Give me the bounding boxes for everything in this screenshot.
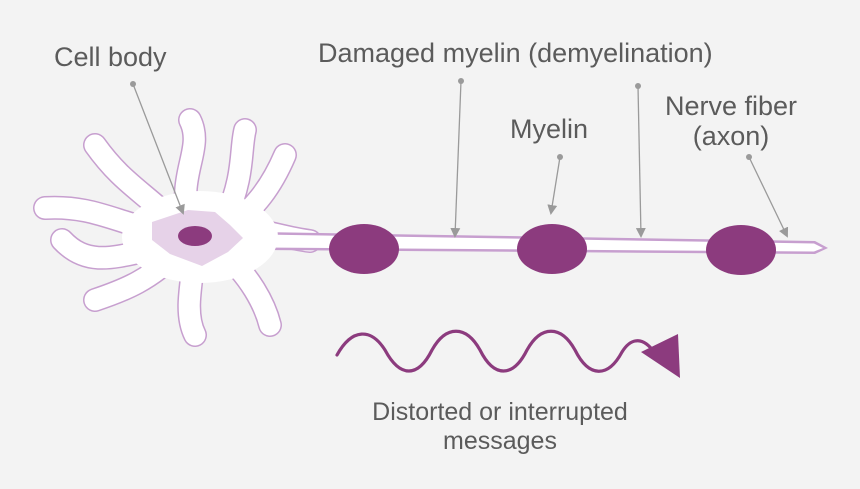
myelin-pointer bbox=[547, 156, 561, 215]
damaged-myelin-label: Damaged myelin (demyelination) bbox=[318, 38, 713, 68]
cell-body bbox=[122, 191, 278, 283]
distorted-messages-caption: Distorted or interrupted messages bbox=[320, 398, 680, 456]
distorted-signal-wave bbox=[335, 329, 680, 378]
myelin-label: Myelin bbox=[510, 114, 589, 144]
leader-lines bbox=[130, 78, 789, 238]
cell-body-label: Cell body bbox=[54, 42, 167, 72]
myelin-segment-1 bbox=[329, 224, 399, 274]
distorted-messages-line1: Distorted or interrupted bbox=[372, 398, 628, 426]
distorted-messages-line2: messages bbox=[443, 427, 557, 455]
nerve-fiber-label-line1: Nerve fiber bbox=[665, 91, 798, 121]
cell-body-pointer bbox=[132, 83, 185, 215]
nucleus bbox=[178, 226, 212, 246]
wave-arrowhead-icon bbox=[641, 334, 680, 378]
nerve-fiber-pointer bbox=[748, 156, 789, 238]
myelin-segment-3 bbox=[706, 225, 776, 275]
nerve-fiber-label-line2: (axon) bbox=[692, 121, 770, 151]
nerve-fiber-label: Nerve fiber (axon) bbox=[665, 91, 797, 151]
myelin-segments bbox=[329, 224, 776, 275]
damaged-myelin-pointer bbox=[450, 80, 462, 238]
demyelination-pointer-2 bbox=[635, 85, 646, 238]
myelin-segment-2 bbox=[517, 224, 587, 274]
